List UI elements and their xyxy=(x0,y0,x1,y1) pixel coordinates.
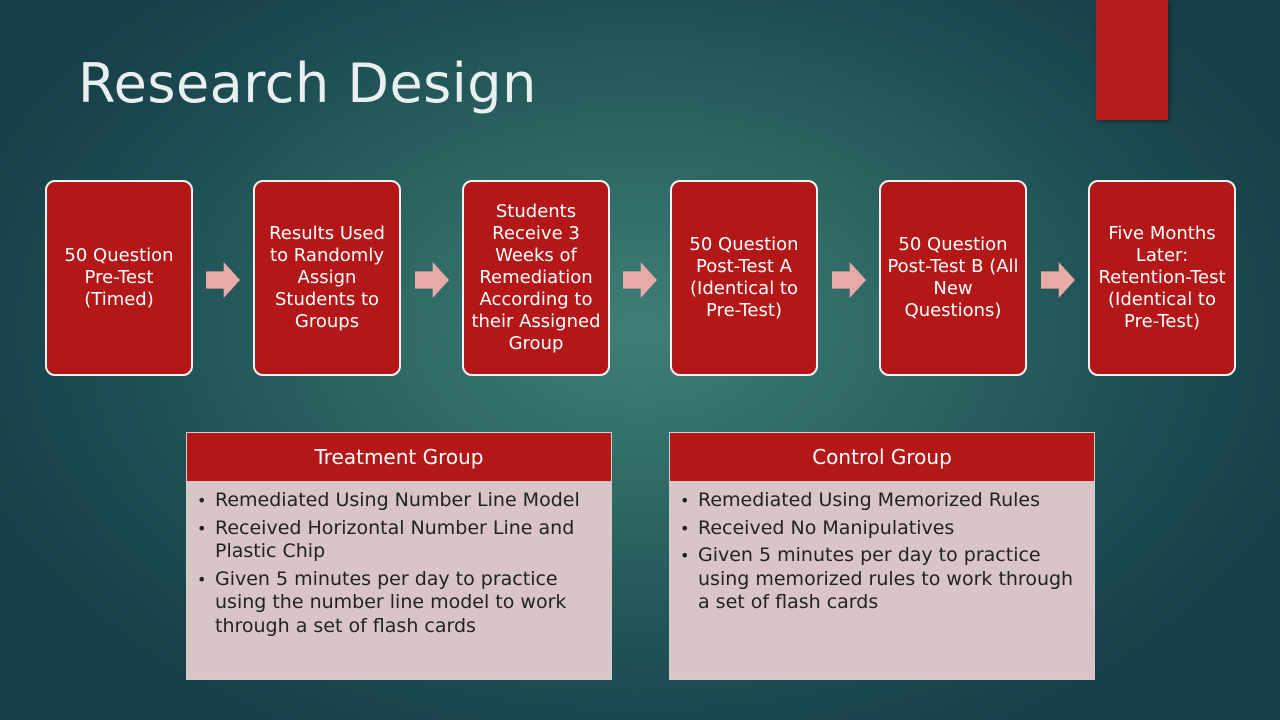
list-item: •Received No Manipulatives xyxy=(680,516,955,539)
bullet-icon: • xyxy=(197,569,207,589)
flow-arrow-icon xyxy=(832,262,866,298)
treatment-list: •Remediated Using Number Line Model •Rec… xyxy=(187,481,611,638)
list-item: •Given 5 minutes per day to practice usi… xyxy=(680,544,1074,613)
step-random-assign: Results Used to Randomly Assign Students… xyxy=(253,180,401,376)
flow-arrow-icon xyxy=(415,262,449,298)
list-item: •Given 5 minutes per day to practice usi… xyxy=(197,567,567,637)
bullet-icon: • xyxy=(680,518,690,538)
list-item: •Received Horizontal Number Line and Pla… xyxy=(197,516,575,563)
step-pre-test: 50 Question Pre-Test (Timed) xyxy=(45,180,193,376)
flow-arrow-icon xyxy=(206,262,240,298)
slide-title: Research Design xyxy=(78,52,537,115)
step-retention-test: Five Months Later: Retention-Test (Ident… xyxy=(1088,180,1236,376)
treatment-group-box: Treatment Group •Remediated Using Number… xyxy=(186,432,612,680)
flow-arrow-icon xyxy=(623,262,657,298)
control-group-header: Control Group xyxy=(670,433,1094,481)
bullet-icon: • xyxy=(197,491,207,510)
control-list: •Remediated Using Memorized Rules •Recei… xyxy=(670,481,1094,615)
flow-arrow-icon xyxy=(1041,262,1075,298)
step-remediation: Students Receive 3 Weeks of Remediation … xyxy=(462,180,610,376)
treatment-group-header: Treatment Group xyxy=(187,433,611,481)
bullet-icon: • xyxy=(680,546,690,565)
step-post-test-b: 50 Question Post-Test B (All New Questio… xyxy=(879,180,1027,376)
bullet-icon: • xyxy=(680,491,690,510)
list-item: •Remediated Using Memorized Rules xyxy=(680,489,1041,511)
step-post-test-a: 50 Question Post-Test A (Identical to Pr… xyxy=(670,180,818,376)
bullet-icon: • xyxy=(197,518,207,538)
list-item: •Remediated Using Number Line Model xyxy=(197,489,580,511)
control-group-box: Control Group •Remediated Using Memorize… xyxy=(669,432,1095,680)
accent-bar xyxy=(1096,0,1168,120)
